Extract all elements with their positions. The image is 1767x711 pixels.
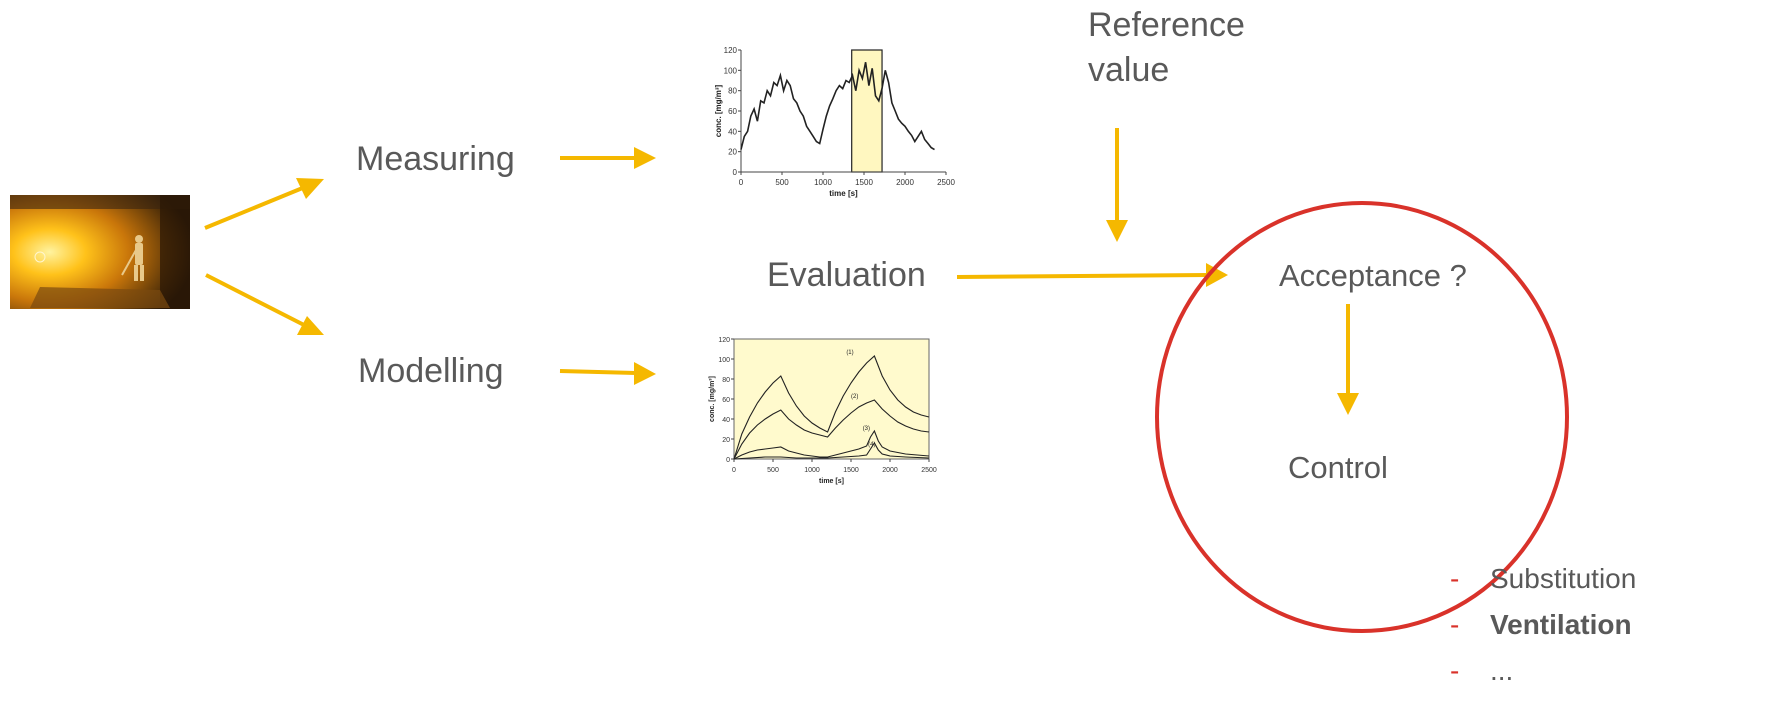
y-tick-label: 20 [728,148,737,157]
y-tick-label: 120 [718,337,730,344]
y-tick-label: 0 [733,168,738,177]
arrow-evaluation-to-acceptance [956,273,1209,279]
acceptance-label: Acceptance ? [1279,258,1467,293]
y-axis-label: conc. [mg/m³] [714,84,723,137]
series-line [733,429,930,460]
x-tick-label: 1000 [804,467,820,474]
series-label: (4) [868,442,875,448]
y-tick-label: 80 [728,87,737,96]
arrow-modelling-to-chart [559,369,637,375]
modelled-chart: 0 20 40 60 80 100 120 0 500 1000 1500 2000 2500 time … [709,337,937,485]
measuring-label: Measuring [356,140,515,178]
x-tick-label: 2000 [896,178,914,187]
x-tick-label: 0 [732,467,736,474]
x-axis-label: time [s] [819,478,844,485]
series-label: (1) [846,350,853,356]
series-line [733,399,930,460]
modelling-label: Modelling [358,352,504,390]
series-line [733,355,930,460]
x-tick-label: 1500 [855,178,873,187]
y-tick-label: 100 [718,357,730,364]
control-label: Control [1288,450,1388,485]
y-tick-label: 40 [728,127,737,136]
x-tick-label: 500 [775,178,789,187]
control-item: -Ventilation [1450,609,1632,640]
furnace-photo [10,195,190,309]
x-tick-label: 2500 [921,467,937,474]
acceptance-circle [1155,201,1569,633]
y-tick-label: 60 [722,397,730,404]
series-label: (3) [863,426,870,432]
evaluation-label: Evaluation [767,256,926,294]
control-list: -Substitution -Ventilation -... [1450,556,1636,694]
y-axis-label: conc. [mg/m³] [709,376,716,422]
control-item-text: Substitution [1490,563,1637,594]
x-tick-label: 1000 [814,178,832,187]
y-tick-label: 20 [722,437,730,444]
y-tick-label: 40 [722,417,730,424]
arrow-photo-to-measuring [204,185,306,230]
y-tick-label: 100 [724,66,738,75]
series-line [740,62,935,151]
control-item-text: Ventilation [1490,609,1632,640]
x-tick-label: 0 [739,178,744,187]
series-line [733,441,930,460]
x-tick-label: 1500 [843,467,859,474]
y-tick-label: 0 [726,457,730,464]
y-tick-label: 80 [722,377,730,384]
control-item-text: ... [1490,655,1514,686]
y-tick-label: 60 [728,107,737,116]
reference-label-line1: Reference [1088,6,1245,44]
reference-label-line2: value [1088,51,1170,89]
y-tick-label: 120 [724,46,738,55]
arrow-photo-to-modelling [205,273,307,328]
control-item: -... [1450,655,1514,686]
x-tick-label: 500 [767,467,779,474]
measured-chart: 0 20 40 60 80 100 120 0 500 1000 1500 2000 2500 time … [714,46,955,198]
series-label: (2) [851,394,858,400]
x-tick-label: 2500 [937,178,955,187]
control-item: -Substitution [1450,563,1637,594]
x-axis-label: time [s] [829,189,858,198]
plot-area [734,339,929,459]
x-tick-label: 2000 [882,467,898,474]
